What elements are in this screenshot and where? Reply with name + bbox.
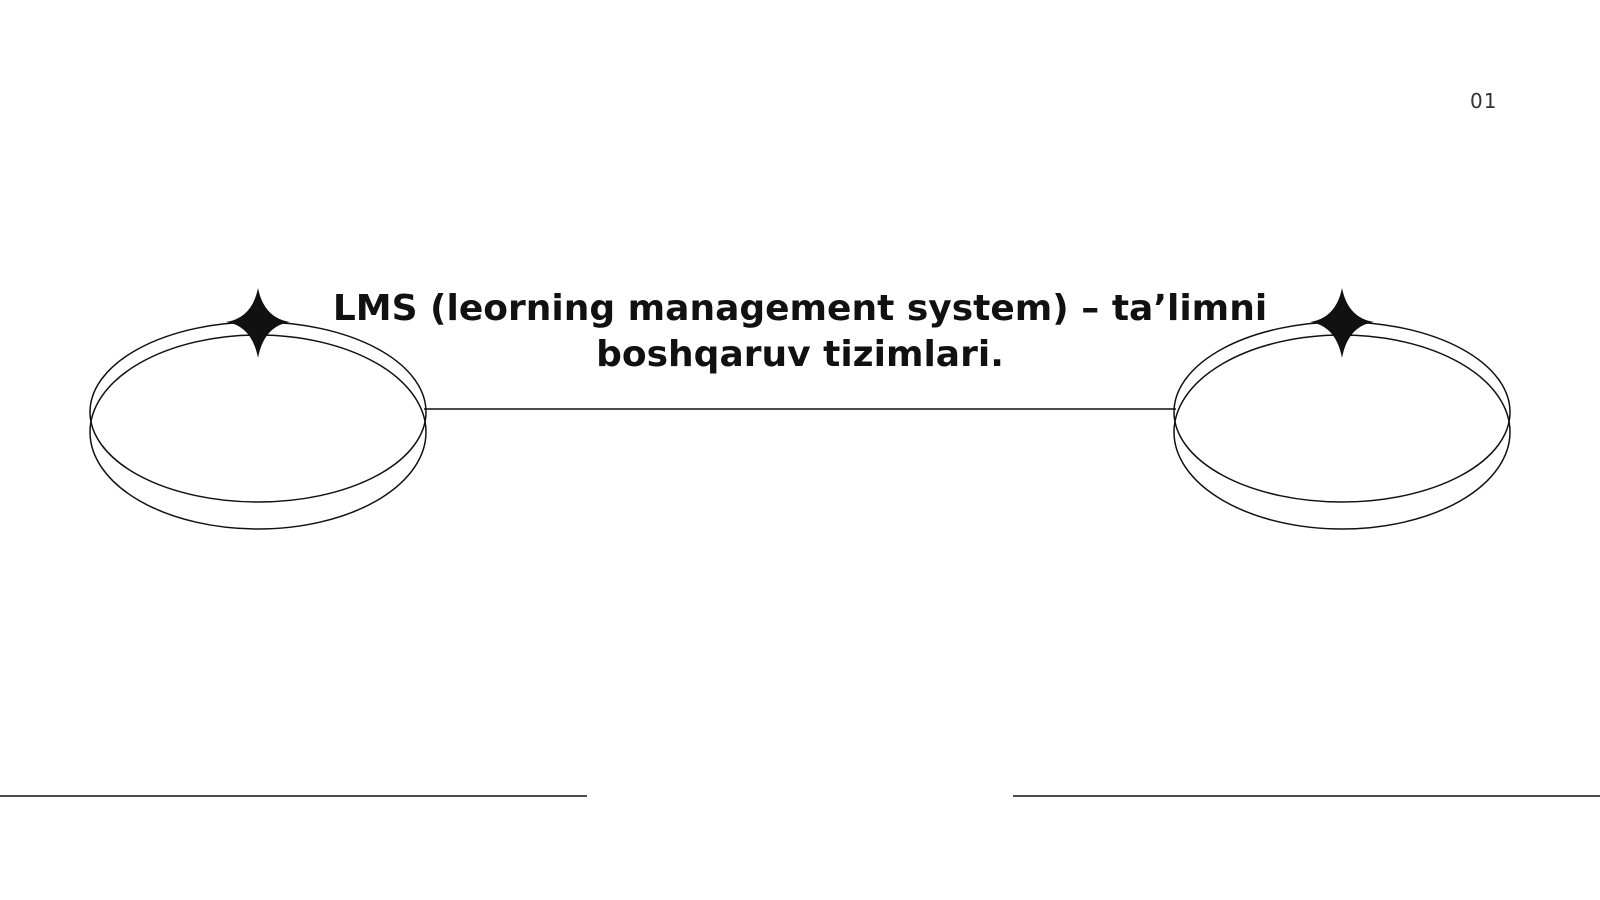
page-number: 01 bbox=[1470, 89, 1498, 113]
right-sparkle-icon bbox=[1310, 288, 1374, 358]
left-sparkle-icon bbox=[226, 288, 290, 358]
slide-title: LMS (leorning management system) – ta’li… bbox=[330, 286, 1270, 378]
slide-title-line-2: boshqaruv tizimlari. bbox=[596, 334, 1004, 375]
slide-title-line-1: LMS (leorning management system) – ta’li… bbox=[332, 288, 1268, 329]
